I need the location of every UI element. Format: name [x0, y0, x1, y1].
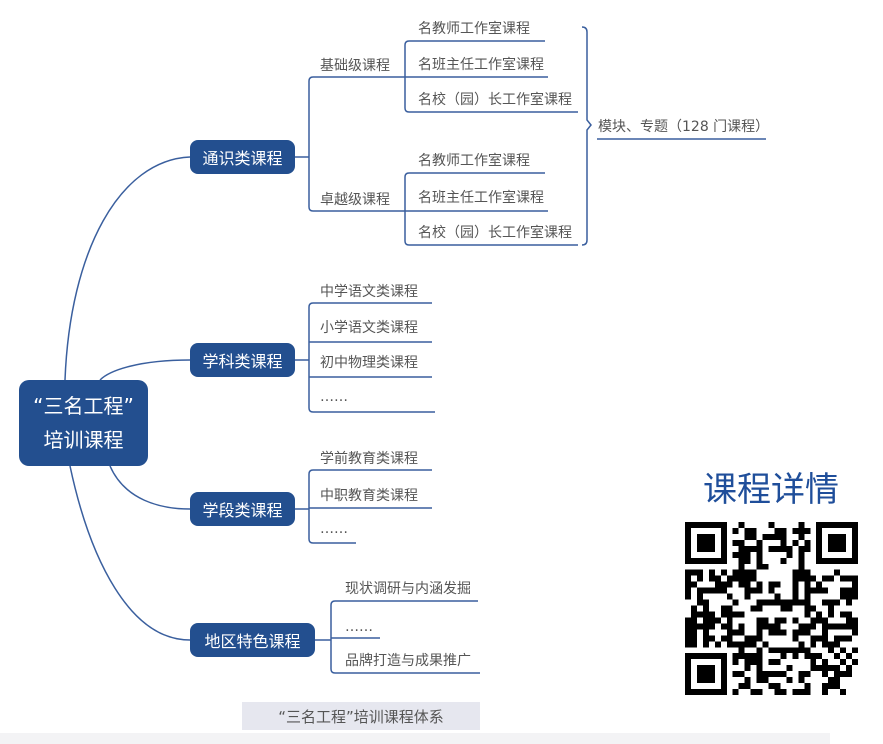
node-regional-courses[interactable]: 地区特色课程 [190, 623, 315, 657]
leaf-item: 名教师工作室课程 [418, 153, 530, 169]
leaf-item: 小学语文类课程 [320, 320, 418, 336]
figure-caption: “三名工程”培训课程体系 [242, 702, 480, 730]
root-title-line1: “三名工程” [33, 394, 134, 418]
node-subject-courses[interactable]: 学科类课程 [190, 343, 295, 377]
node-general-courses[interactable]: 通识类课程 [190, 140, 295, 174]
group-advanced: 卓越级课程 [320, 192, 390, 208]
leaf-item: 名校（园）长工作室课程 [418, 92, 572, 108]
curve-root-regional [69, 465, 191, 641]
summary-brace [581, 26, 592, 246]
bottom-strip [0, 733, 830, 744]
leaf-item: …… [345, 619, 373, 635]
leaf-item: 初中物理类课程 [320, 355, 418, 371]
curve-root-general [64, 156, 191, 381]
leaf-item: 名班主任工作室课程 [418, 190, 544, 206]
course-details-title: 课程详情 [703, 470, 839, 510]
leaf-item: …… [320, 389, 348, 405]
leaf-item: 品牌打造与成果推广 [345, 653, 471, 669]
leaf-item: 名班主任工作室课程 [418, 57, 544, 73]
qr-code-icon[interactable] [685, 522, 858, 695]
root-node[interactable]: “三名工程” 培训课程 [19, 380, 148, 466]
summary-label: 模块、专题（128 门课程） [598, 119, 770, 135]
group-basic: 基础级课程 [320, 58, 390, 74]
leaf-item: 名教师工作室课程 [418, 21, 530, 37]
qr-modules [685, 522, 858, 695]
leaf-item: 学前教育类课程 [320, 451, 418, 467]
leaf-item: 中学语文类课程 [320, 284, 418, 300]
root-title-line2: 培训课程 [43, 428, 124, 452]
leaf-item: …… [320, 521, 348, 537]
leaf-item: 现状调研与内涵发掘 [345, 581, 471, 597]
curve-root-subject [99, 359, 191, 381]
leaf-item: 中职教育类课程 [320, 488, 418, 504]
leaf-item: 名校（园）长工作室课程 [418, 225, 572, 241]
curve-root-stage [109, 465, 191, 510]
node-stage-courses[interactable]: 学段类课程 [190, 492, 295, 526]
